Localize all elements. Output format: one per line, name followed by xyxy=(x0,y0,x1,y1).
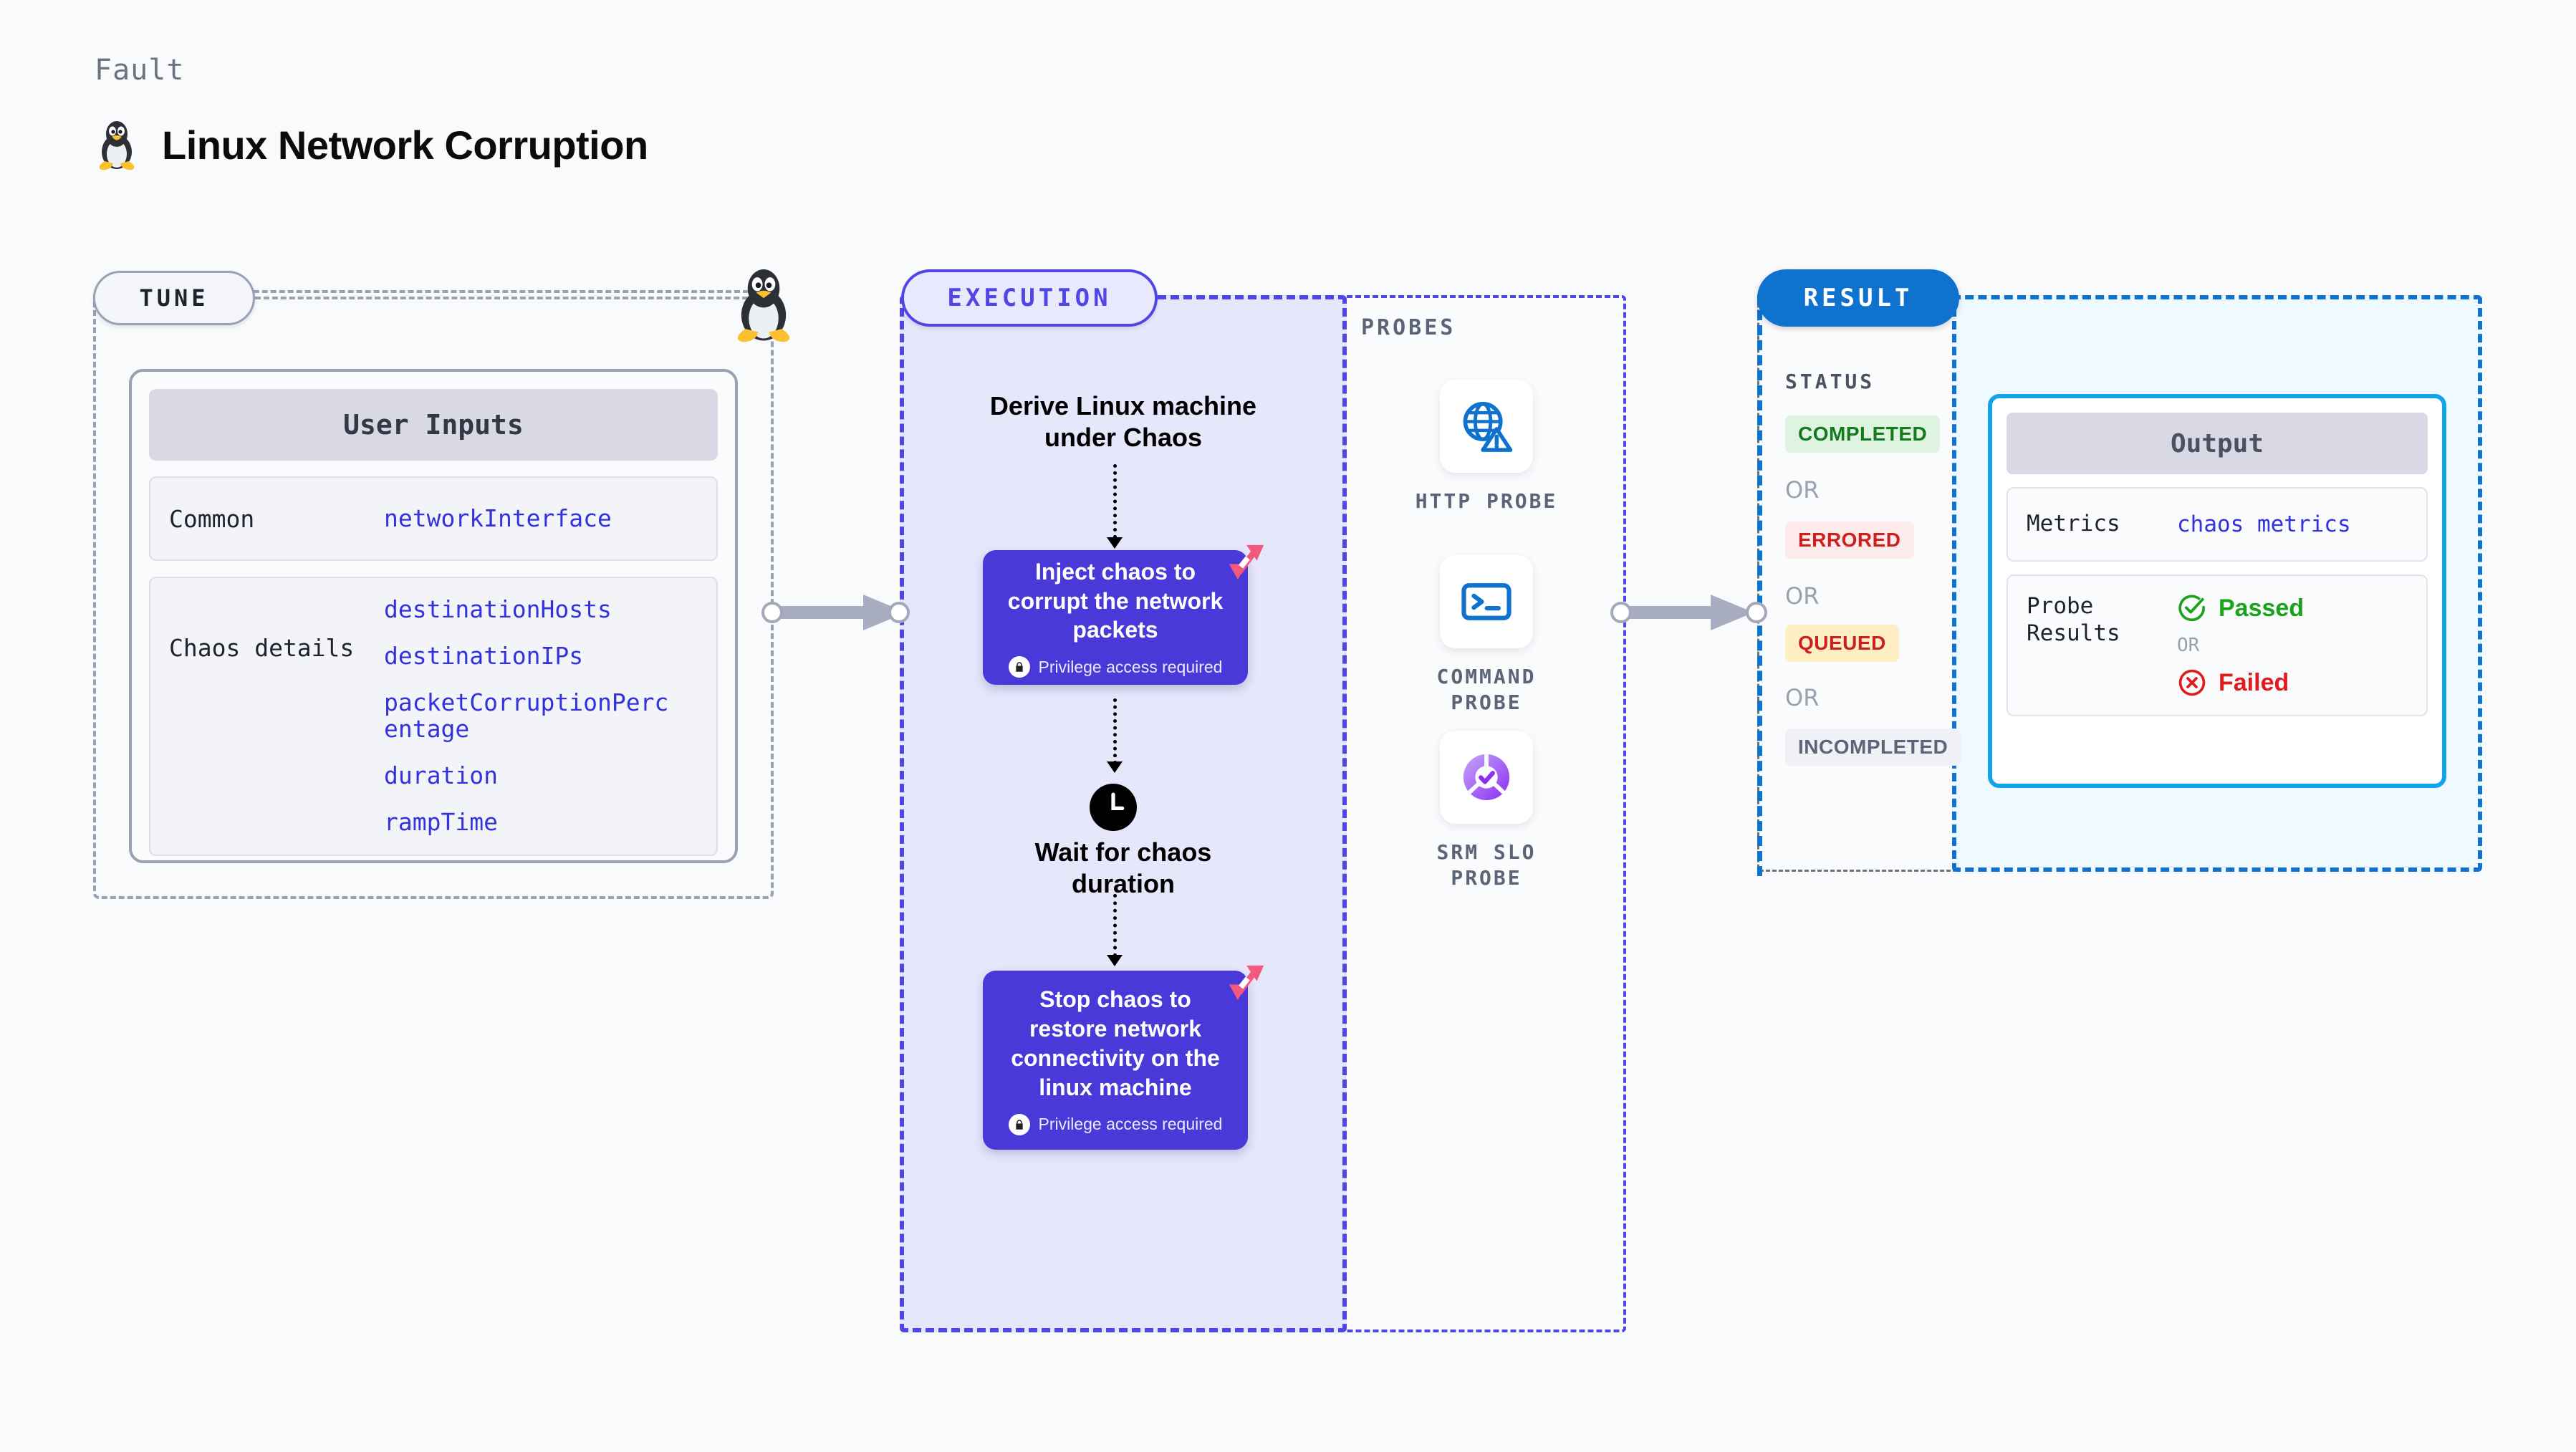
status-badge-queued: QUEUED xyxy=(1785,625,1899,662)
fault-kicker: Fault xyxy=(95,54,185,87)
input-row-label: Chaos details xyxy=(169,634,355,662)
harness-logo-icon xyxy=(1229,544,1264,580)
probe-srm-slo[interactable]: SRM SLO PROBE xyxy=(1404,731,1569,892)
page-title-row: Linux Network Corruption xyxy=(95,118,648,171)
probe-result-passed: Passed xyxy=(2177,593,2304,623)
privilege-note: Privilege access required xyxy=(1008,1113,1223,1135)
flow-arrow-head xyxy=(1107,537,1123,549)
or-separator: OR xyxy=(1785,684,1820,711)
harness-logo-icon xyxy=(1229,965,1264,1001)
flow-arrow-line xyxy=(1113,698,1117,764)
probe-caption: COMMAND PROBE xyxy=(1436,665,1537,715)
output-row-label: Probe Results xyxy=(2027,593,2120,646)
connector-node xyxy=(1610,602,1632,623)
input-value[interactable]: rampTime xyxy=(384,807,498,836)
probe-command[interactable]: COMMAND PROBE xyxy=(1404,555,1569,716)
flow-arrow-line xyxy=(1113,894,1117,957)
user-inputs-card: User Inputs Common networkInterface Chao… xyxy=(129,369,738,863)
step-wait-label: Wait for chaos duration xyxy=(1034,837,1212,898)
probe-tile xyxy=(1440,555,1533,648)
input-value[interactable]: networkInterface xyxy=(384,504,612,532)
privilege-note-text: Privilege access required xyxy=(1038,1115,1223,1134)
output-row-label: Metrics xyxy=(2027,511,2120,537)
step-title: Stop chaos to restore network connectivi… xyxy=(1011,986,1220,1100)
flow-arrow-head xyxy=(1107,955,1123,966)
user-inputs-title: User Inputs xyxy=(149,389,718,461)
probe-http[interactable]: HTTP PROBE xyxy=(1404,380,1569,514)
or-separator: OR xyxy=(2177,635,2200,656)
probe-result-options: Passed OR Failed xyxy=(2177,593,2304,698)
privilege-note: Privilege access required xyxy=(1008,656,1223,678)
terminal-icon xyxy=(1461,583,1512,620)
output-card: Output Metrics chaos metrics Probe Resul… xyxy=(1988,394,2446,788)
flow-arrow-line xyxy=(1113,464,1117,539)
step-derive-label: Derive Linux machine under Chaos xyxy=(989,391,1257,452)
status-badge-errored: ERRORED xyxy=(1785,521,1914,559)
clock-icon xyxy=(1090,784,1137,831)
input-row-values: destinationHosts destinationIPs packetCo… xyxy=(384,595,671,836)
connector-node xyxy=(761,602,783,623)
x-circle-icon xyxy=(2178,669,2206,696)
arrow-execution-to-result xyxy=(1618,595,1754,630)
step-title: Inject chaos to corrupt the network pack… xyxy=(1007,558,1224,643)
probe-result-failed: Failed xyxy=(2177,668,2304,698)
input-row-values: networkInterface xyxy=(384,504,612,532)
or-separator: OR xyxy=(1785,582,1820,610)
page-title: Linux Network Corruption xyxy=(162,122,648,168)
tune-region xyxy=(93,290,774,899)
arrow-tune-to-execution xyxy=(770,595,906,630)
output-title: Output xyxy=(2007,413,2428,474)
execution-pill[interactable]: EXECUTION xyxy=(901,269,1158,327)
execution-step-stop-chaos[interactable]: Stop chaos to restore network connectivi… xyxy=(983,971,1248,1150)
input-row-common: Common networkInterface xyxy=(149,476,718,561)
check-circle-icon xyxy=(2178,595,2205,622)
probe-result-failed-label: Failed xyxy=(2219,668,2289,696)
input-value[interactable]: duration xyxy=(384,761,498,789)
probes-label: PROBES xyxy=(1361,315,1456,340)
probe-caption: HTTP PROBE xyxy=(1415,489,1558,513)
output-row-metrics: Metrics chaos metrics xyxy=(2007,487,2428,562)
probe-caption: SRM SLO PROBE xyxy=(1436,840,1537,890)
linux-penguin-icon xyxy=(99,121,135,170)
flow-arrow-head xyxy=(1107,761,1123,773)
result-pill[interactable]: RESULT xyxy=(1757,269,1959,327)
connector-node xyxy=(888,602,910,623)
execution-step-inject-chaos[interactable]: Inject chaos to corrupt the network pack… xyxy=(983,550,1248,685)
or-separator: OR xyxy=(1785,476,1820,504)
connector-node xyxy=(1746,602,1767,623)
tune-connector-line xyxy=(255,297,756,299)
linux-penguin-icon-small xyxy=(737,269,790,342)
input-row-chaos-details: Chaos details destinationHosts destinati… xyxy=(149,577,718,856)
input-row-label: Common xyxy=(169,504,255,533)
probe-tile xyxy=(1440,380,1533,473)
output-row-value[interactable]: chaos metrics xyxy=(2177,511,2351,537)
probe-result-passed-label: Passed xyxy=(2219,594,2305,622)
tune-pill[interactable]: TUNE xyxy=(93,271,255,325)
input-value[interactable]: destinationIPs xyxy=(384,641,584,670)
status-label: STATUS xyxy=(1785,370,1875,393)
privilege-note-text: Privilege access required xyxy=(1038,657,1223,676)
probe-tile xyxy=(1440,731,1533,824)
input-value[interactable]: packetCorruptionPercentage xyxy=(384,688,669,743)
status-badge-incompleted: INCOMPLETED xyxy=(1785,729,1961,766)
slo-check-icon xyxy=(1463,754,1510,801)
output-row-probe-results: Probe Results Passed OR Failed xyxy=(2007,574,2428,716)
lock-icon xyxy=(1008,1113,1030,1135)
status-badge-completed: COMPLETED xyxy=(1785,415,1941,453)
globe-warning-icon xyxy=(1463,402,1513,452)
lock-icon xyxy=(1008,656,1030,678)
input-value[interactable]: destinationHosts xyxy=(384,595,612,623)
